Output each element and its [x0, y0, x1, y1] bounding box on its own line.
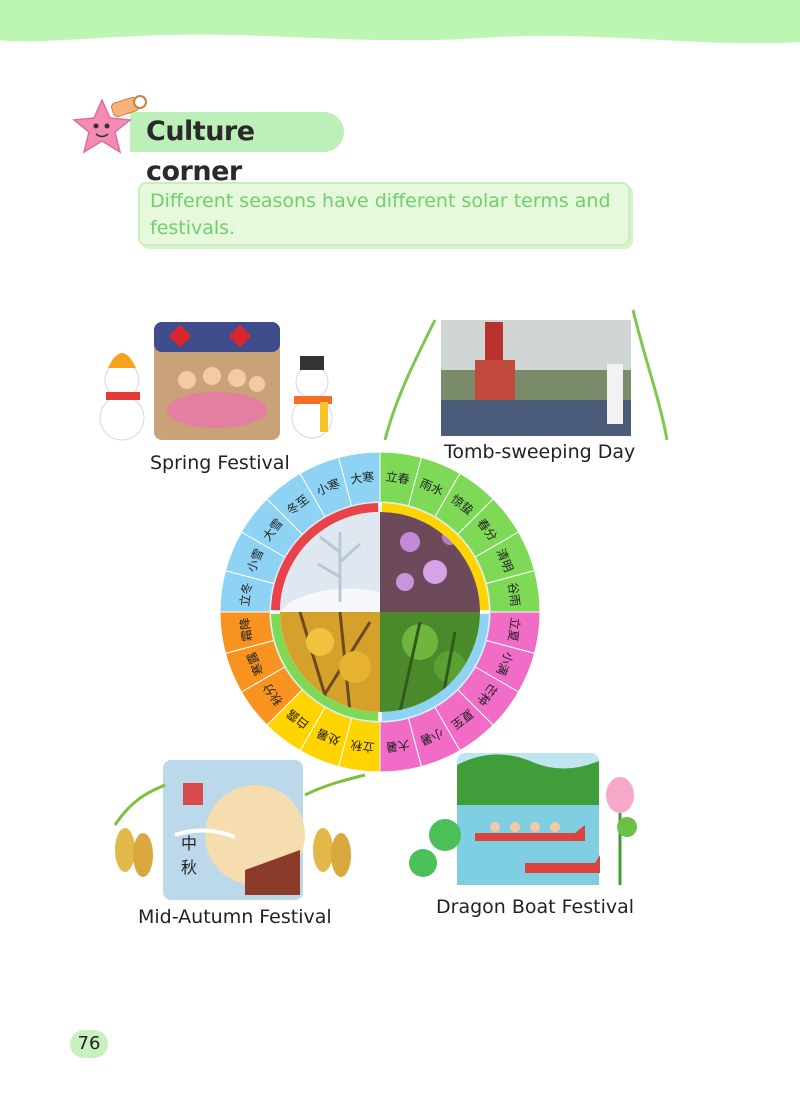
lantern-char-2: 秋: [181, 858, 197, 877]
solar-term-label: 霜降: [238, 617, 255, 643]
mid-autumn-illustration: 中 秋: [113, 760, 366, 900]
solar-term-label: 大暑: [385, 737, 411, 754]
solar-term-label: 立夏: [505, 617, 523, 643]
header-pill: [130, 112, 344, 152]
spring-festival-illustration: [99, 322, 333, 441]
solar-term-label: 立冬: [237, 581, 255, 607]
section-title: Culture corner: [146, 116, 255, 187]
caption-mid-autumn: Mid-Autumn Festival: [138, 906, 332, 928]
star-telescope-mascot-icon: [72, 95, 147, 154]
solar-terms-wheel: 立春雨水惊蛰春分清明谷雨立夏小满芒种夏至小暑大暑立秋处暑白露秋分寒露霜降立冬小雪…: [220, 452, 540, 772]
solar-term-label: 立秋: [349, 737, 375, 755]
caption-tomb-sweeping: Tomb-sweeping Day: [444, 441, 636, 463]
tomb-sweeping-illustration: [383, 309, 669, 441]
page-number: 76: [70, 1030, 108, 1058]
info-note: Different seasons have different solar t…: [138, 182, 630, 246]
caption-spring-festival: Spring Festival: [150, 452, 290, 474]
info-note-text: Different seasons have different solar t…: [150, 190, 611, 239]
season-ring-segment: [381, 613, 489, 721]
season-ring-segment: [381, 503, 489, 611]
caption-dragon-boat: Dragon Boat Festival: [436, 896, 635, 918]
season-ring-segment: [271, 613, 379, 721]
lantern-char-1: 中: [181, 834, 197, 853]
solar-term-label: 立春: [385, 469, 411, 487]
solar-term-label: 谷雨: [505, 582, 522, 608]
dragon-boat-illustration: [409, 753, 637, 885]
section-header: Culture corner: [72, 92, 352, 187]
season-ring-segment: [271, 503, 379, 611]
solar-term-label: 大寒: [349, 469, 375, 487]
top-decorative-band: [0, 0, 800, 44]
